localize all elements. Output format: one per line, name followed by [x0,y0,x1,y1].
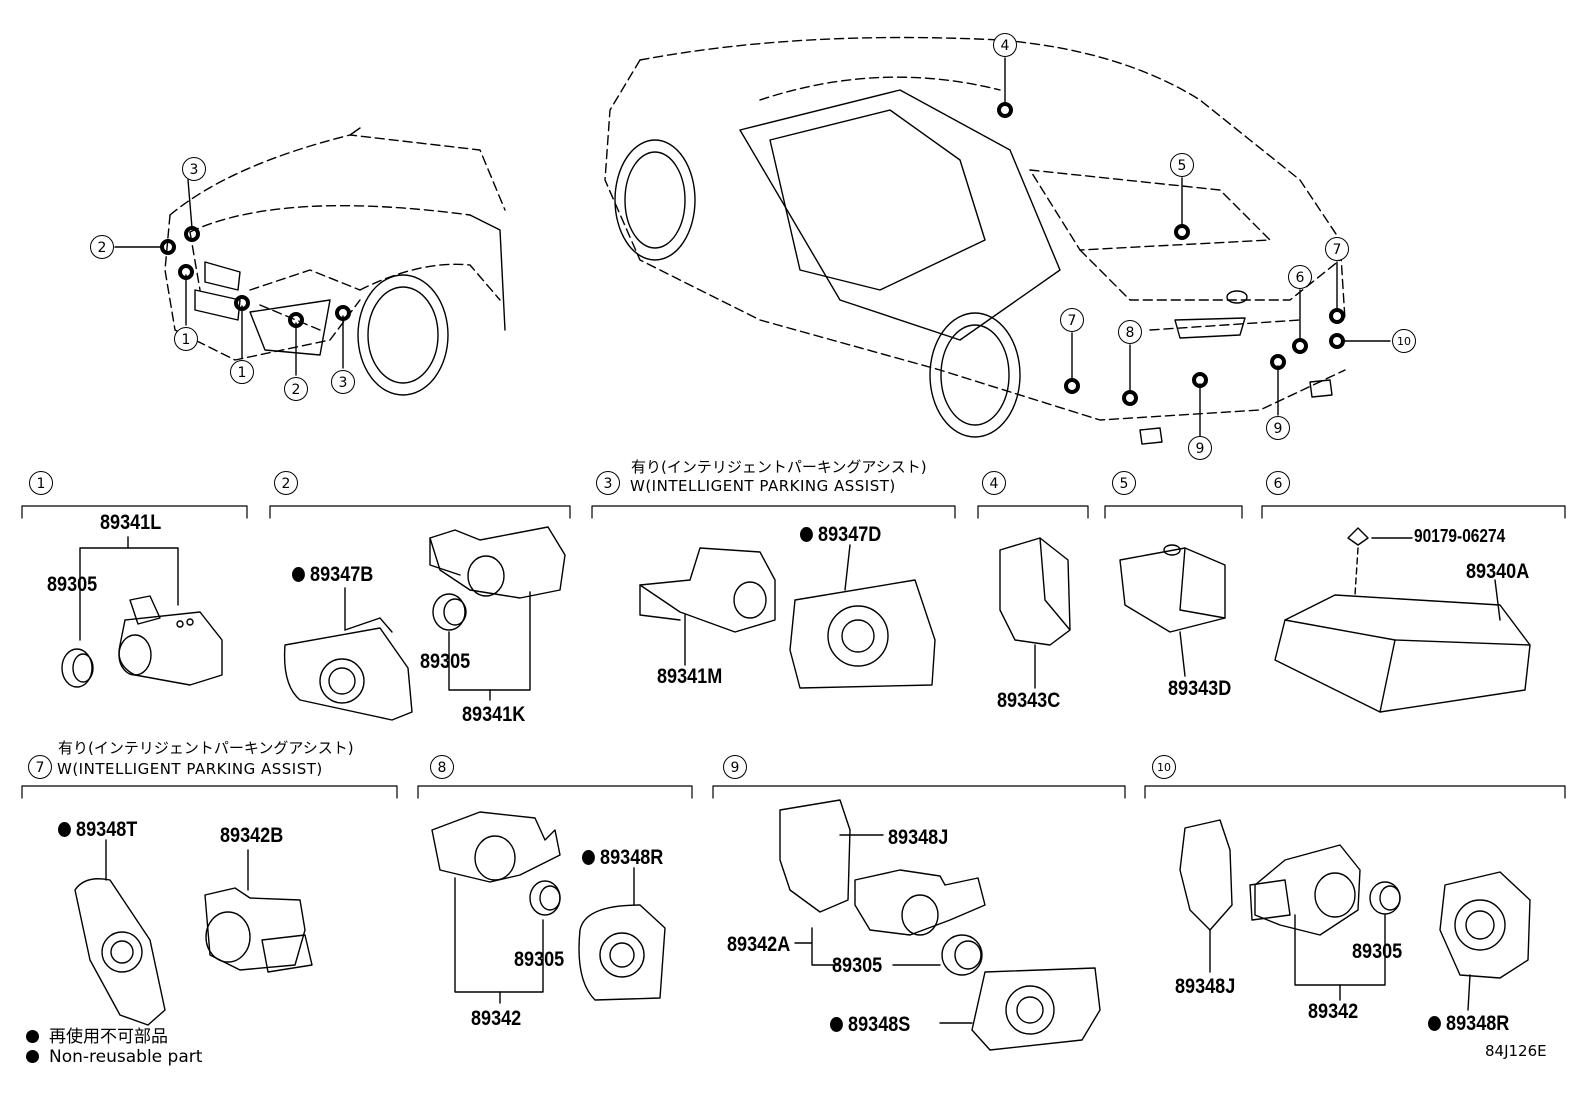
front-car-solid [194,127,506,396]
part-89348R-s10[interactable]: 89348R [1428,1012,1509,1036]
non-reusable-dot-icon [1428,1016,1441,1031]
section-3-number: 3 [596,471,620,495]
part-89343D[interactable]: 89343D [1168,677,1232,700]
rear-car-drawing [604,36,1346,421]
callout-9-rear-a[interactable]: 9 [1188,436,1212,460]
callout-3-front-top[interactable]: 3 [182,157,206,181]
part-89342-s8[interactable]: 89342 [471,1007,522,1030]
callout-8-rear[interactable]: 8 [1118,320,1142,344]
s7-art [74,839,313,1026]
callout-4-rear[interactable]: 4 [993,33,1017,57]
part-89305-s8[interactable]: 89305 [514,948,565,971]
non-reusable-dot-icon [26,1030,39,1043]
part-89305-s9[interactable]: 89305 [832,954,883,977]
s3-art [639,544,936,689]
callout-3-front-b[interactable]: 3 [331,370,355,394]
non-reusable-dot-icon [582,850,595,865]
front-car-callout-leaders [114,179,344,376]
legend-jp: 再使用不可部品 [26,1022,168,1047]
s2-art [283,526,566,721]
section-9-number: 9 [723,755,747,779]
part-89305-s1[interactable]: 89305 [47,573,98,596]
legend-en: Non-reusable part [26,1047,202,1067]
part-89342B[interactable]: 89342B [220,824,284,847]
callout-9-rear-b[interactable]: 9 [1266,416,1290,440]
section-4-number: 4 [982,471,1006,495]
part-89341K[interactable]: 89341K [462,703,526,726]
part-89348J-s9[interactable]: 89348J [888,826,949,849]
part-89348S[interactable]: 89348S [830,1013,910,1037]
non-reusable-dot-icon [26,1050,39,1063]
section-2-number: 2 [274,471,298,495]
callout-10-rear[interactable]: 10 [1392,329,1416,353]
section-3-note-jp: 有り(インテリジェントパーキングアシスト) [631,458,927,476]
rear-car-solid [614,89,1333,445]
part-89341L[interactable]: 89341L [100,511,162,534]
part-89342-s10[interactable]: 89342 [1308,1000,1359,1023]
section-7-number: 7 [28,755,52,779]
part-89348T[interactable]: 89348T [58,818,137,842]
front-car-drawing [164,134,506,361]
s10-art [1179,819,1531,1011]
part-89348J-s10[interactable]: 89348J [1175,975,1236,998]
callout-1-front-a[interactable]: 1 [174,327,198,351]
diagram-code: 84J126E [1485,1042,1547,1060]
s9-art [779,799,1101,1051]
s4-art [999,537,1071,689]
section-5-number: 5 [1112,471,1136,495]
section-7-note-jp: 有り(インテリジェントパーキングアシスト) [58,739,354,757]
callout-2-front-left[interactable]: 2 [90,235,114,259]
part-89342A[interactable]: 89342A [727,933,791,956]
non-reusable-dot-icon [292,567,305,582]
s5-art [1119,544,1226,677]
callout-2-front-b[interactable]: 2 [284,377,308,401]
front-car-sensor-dots [160,226,351,328]
part-90179-06274[interactable]: 90179-06274 [1414,526,1506,546]
part-89305-s2[interactable]: 89305 [420,650,471,673]
rear-car-callout-leaders [1004,57,1391,437]
non-reusable-dot-icon [800,527,813,542]
part-89305-s10[interactable]: 89305 [1352,940,1403,963]
callout-7-rear-right[interactable]: 7 [1325,237,1349,261]
s8-art [431,811,666,1004]
part-89347D[interactable]: 89347D [800,523,881,547]
callout-1-front-b[interactable]: 1 [230,360,254,384]
section-8-number: 8 [430,755,454,779]
section-brackets [21,505,1566,799]
rear-car-sensor-dots [997,102,1345,406]
part-89340A[interactable]: 89340A [1466,560,1530,583]
section-3-note-en: W(INTELLIGENT PARKING ASSIST) [630,477,896,495]
part-89348R-s8[interactable]: 89348R [582,846,663,870]
section-10-number: 10 [1152,755,1176,779]
section-6-number: 6 [1266,471,1290,495]
callout-6-rear[interactable]: 6 [1288,265,1312,289]
part-89341M[interactable]: 89341M [657,665,723,688]
non-reusable-dot-icon [58,822,71,837]
callout-5-rear[interactable]: 5 [1170,153,1194,177]
part-89343C[interactable]: 89343C [997,689,1061,712]
callout-7-rear-left[interactable]: 7 [1060,308,1084,332]
part-89347B[interactable]: 89347B [292,563,373,587]
s6-art [1274,527,1531,713]
s1-art [61,536,223,688]
section-7-note-en: W(INTELLIGENT PARKING ASSIST) [57,760,323,778]
non-reusable-dot-icon [830,1017,843,1032]
section-1-number: 1 [29,471,53,495]
